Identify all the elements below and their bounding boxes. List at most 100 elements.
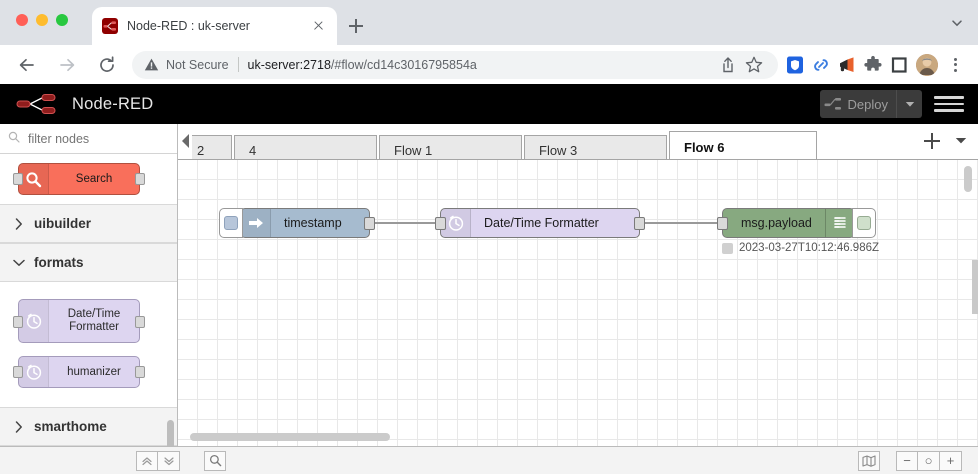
clock-icon [19, 357, 49, 387]
extensions-tray [784, 53, 978, 76]
browser-tab[interactable]: Node-RED : uk-server [92, 7, 337, 45]
flow-tab-4[interactable]: 4 [234, 135, 377, 159]
zoom-out-button[interactable]: − [896, 450, 918, 471]
magnifier-icon [19, 164, 49, 194]
flow-tab-flow-1[interactable]: Flow 1 [379, 135, 522, 159]
palette-category-uibuilder[interactable]: uibuilder [0, 204, 177, 243]
window-maximize-button[interactable] [56, 14, 68, 26]
node-palette: Search uibuilder formats [0, 124, 178, 446]
flow-node-datetime-formatter[interactable]: Date/Time Formatter [435, 208, 645, 238]
node-input-port [13, 316, 23, 328]
flow-node-debug-msg-payload[interactable]: msg.payload [717, 208, 876, 238]
debug-icon [824, 209, 854, 237]
palette-category-formats-nodes: Date/Time Formatter [0, 282, 177, 397]
forward-arrow-icon[interactable] [52, 50, 82, 80]
canvas-vertical-scrollbar[interactable] [964, 166, 972, 192]
flow-tab-partial[interactable]: 2 [192, 135, 232, 159]
chevron-down-icon[interactable] [896, 90, 922, 118]
filter-nodes-input[interactable] [26, 130, 169, 147]
link-extension-icon[interactable] [810, 54, 832, 76]
palette-node-label: Date/Time Formatter [67, 308, 121, 333]
add-flow-tab-button[interactable] [924, 133, 940, 149]
flow-tab-label: 2 [197, 143, 205, 158]
flow-tab-flow-3[interactable]: Flow 3 [524, 135, 667, 159]
browser-chrome: Node-RED : uk-server [0, 0, 978, 84]
chrome-menu-icon[interactable] [944, 54, 966, 76]
palette-filter-row[interactable] [0, 124, 177, 154]
window-close-button[interactable] [16, 14, 28, 26]
palette-node-humanizer[interactable]: humanizer [13, 356, 145, 388]
canvas-horizontal-scrollbar[interactable] [190, 433, 390, 441]
palette-category-smarthome[interactable]: smarthome [0, 407, 177, 446]
sidebar-resize-handle[interactable] [972, 260, 978, 314]
browser-toolbar: Not Secure uk-server:2718/#flow/cd14c301… [0, 45, 978, 84]
chevron-down-icon[interactable] [954, 137, 968, 145]
flow-node-inject-timestamp[interactable]: timestamp [219, 208, 375, 238]
shield-extension-icon[interactable] [784, 54, 806, 76]
flow-tab-label: 4 [249, 143, 257, 158]
scroll-left-arrow-icon[interactable] [178, 123, 192, 159]
palette-category-label: smarthome [34, 419, 107, 434]
chevron-down-icon [12, 259, 26, 267]
flow-node-status: 2023-03-27T10:12:46.986Z [722, 242, 879, 254]
double-chevron-up-icon[interactable] [136, 450, 158, 471]
flow-tab-label: Flow 6 [684, 139, 725, 155]
url-path: /#flow/cd14c3016795854a [330, 57, 477, 72]
zoom-in-button[interactable]: + [940, 450, 962, 471]
star-icon[interactable] [742, 53, 766, 77]
palette-node-search[interactable]: Search [13, 163, 145, 195]
palette-category-formats[interactable]: formats [0, 243, 177, 282]
palette-scroll-area: Search uibuilder formats [0, 154, 177, 446]
palette-category-label: uibuilder [34, 216, 91, 231]
palette-scrollbar[interactable] [167, 420, 174, 446]
chevron-down-icon[interactable] [950, 16, 964, 30]
map-navigator-icon[interactable] [858, 450, 880, 471]
close-icon[interactable] [309, 17, 327, 35]
user-avatar[interactable] [916, 53, 938, 76]
square-extension-icon[interactable] [888, 54, 910, 76]
deploy-button[interactable]: Deploy [819, 90, 922, 118]
omnibox-divider [237, 57, 239, 72]
node-red-title: Node-RED [72, 94, 154, 113]
address-bar[interactable]: Not Secure uk-server:2718/#flow/cd14c301… [132, 50, 778, 79]
flow-tab-actions [910, 123, 978, 159]
share-icon[interactable] [716, 53, 740, 77]
flow-node-label: msg.payload [741, 216, 812, 230]
node-input-port[interactable] [435, 217, 446, 230]
wire-inject-to-formatter [358, 222, 440, 224]
palette-category-label: formats [34, 255, 84, 270]
puzzle-extensions-icon[interactable] [862, 54, 884, 76]
reload-icon[interactable] [92, 50, 122, 80]
inject-button-glyph [224, 216, 238, 230]
node-red-logo [16, 92, 62, 116]
node-output-port [135, 173, 145, 185]
window-minimize-button[interactable] [36, 14, 48, 26]
megaphone-extension-icon[interactable] [836, 54, 858, 76]
clock-icon [441, 209, 471, 237]
footer-search-group [204, 450, 226, 471]
debug-toggle-button[interactable] [852, 208, 876, 238]
inject-trigger-button[interactable] [219, 208, 243, 238]
magnifier-icon[interactable] [204, 450, 226, 471]
node-input-port [13, 173, 23, 185]
browser-tab-strip: Node-RED : uk-server [0, 0, 978, 45]
palette-node-datetime-formatter[interactable]: Date/Time Formatter [13, 299, 145, 343]
node-input-port[interactable] [717, 217, 728, 230]
flow-canvas[interactable]: timestamp Date/Time Formatter [178, 160, 978, 446]
zoom-reset-button[interactable]: ○ [918, 450, 940, 471]
back-arrow-icon[interactable] [12, 50, 42, 80]
flow-tab-label: Flow 3 [539, 143, 578, 158]
flow-tab-flow-6[interactable]: Flow 6 [669, 131, 817, 159]
node-output-port[interactable] [364, 217, 375, 230]
editor-footer: − ○ + [0, 446, 978, 474]
double-chevron-down-icon[interactable] [158, 450, 180, 471]
hamburger-menu-icon[interactable] [934, 92, 964, 116]
palette-node-row: Date/Time Formatter [0, 290, 177, 347]
chevron-right-icon [12, 420, 26, 433]
node-red-header-actions: Deploy [819, 90, 978, 118]
flow-tabs: 2 4 Flow 1 Flow 3 Flow 6 [192, 123, 910, 159]
new-tab-button[interactable] [345, 15, 367, 37]
node-output-port[interactable] [634, 217, 645, 230]
flow-node-label: Date/Time Formatter [484, 216, 599, 230]
status-dot-icon [722, 242, 733, 254]
